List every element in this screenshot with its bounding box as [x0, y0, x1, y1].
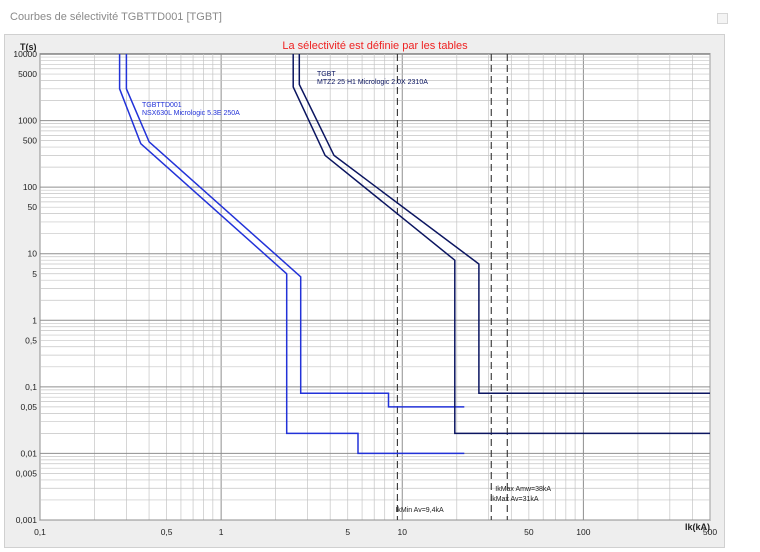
series — [118, 54, 710, 455]
series-description-label: MTZ2 25 H1 Micrologic 2.0X 2310A — [317, 79, 428, 86]
tick-labels: 0,1 0,5 1 5 10 50 100 500 0,001 0,005 0,01 0,05 0,1 0… — [13, 49, 717, 537]
series-name-label: TGBTTD001 — [142, 102, 182, 109]
y-tick-label: 0,005 — [16, 468, 38, 478]
curve-tgbt-0 — [292, 54, 710, 435]
curve-tgbt-1 — [298, 54, 710, 395]
curve-tgbttd001-1 — [125, 54, 465, 408]
y-tick-label: 10000 — [13, 49, 37, 59]
ik-marker-label: IkMax Amw=38kA — [495, 486, 551, 493]
y-tick-label: 100 — [23, 182, 37, 192]
y-tick-label: 0,05 — [20, 402, 37, 412]
chart-title: La sélectivité est définie par les table… — [282, 40, 468, 52]
y-tick-label: 0,01 — [20, 448, 37, 458]
curve-tgbttd001-0 — [118, 54, 465, 455]
y-tick-label: 0,001 — [16, 515, 38, 525]
y-tick-label: 0,1 — [25, 382, 37, 392]
y-tick-label: 1000 — [18, 116, 37, 126]
close-icon[interactable] — [717, 13, 728, 24]
grid — [39, 54, 711, 521]
x-tick-label: 0,5 — [161, 527, 173, 537]
y-tick-label: 5 — [32, 269, 37, 279]
x-tick-label: 50 — [524, 527, 534, 537]
x-tick-label: 0,1 — [34, 527, 46, 537]
x-tick-label: 10 — [398, 527, 408, 537]
x-tick-label: 5 — [345, 527, 350, 537]
x-tick-label: 1 — [219, 527, 224, 537]
ik-marker-label: IkMax Av=31kA — [490, 496, 539, 503]
window-title: Courbes de sélectivité TGBTTD001 [TGBT] — [10, 11, 222, 23]
series-description-label: NSX630L Micrologic 5.3E 250A — [142, 110, 240, 117]
y-tick-label: 1 — [32, 315, 37, 325]
y-tick-label: 10 — [28, 249, 38, 259]
short-circuit-markers: IkMin Av=9,4kA IkMax Av=31kA IkMax Amw=38k… — [395, 54, 551, 520]
y-tick-label: 0,5 — [25, 335, 37, 345]
x-tick-label: 500 — [703, 527, 717, 537]
plot-area — [39, 53, 711, 521]
y-tick-label: 50 — [28, 202, 38, 212]
ik-marker-label: IkMin Av=9,4kA — [395, 507, 444, 514]
y-tick-label: 500 — [23, 136, 37, 146]
x-tick-label: 100 — [576, 527, 590, 537]
y-tick-label: 5000 — [18, 69, 37, 79]
x-axis-label: Ik(kA) — [685, 522, 710, 532]
series-name-label: TGBT — [317, 71, 336, 78]
y-axis-label: T(s) — [20, 42, 37, 52]
